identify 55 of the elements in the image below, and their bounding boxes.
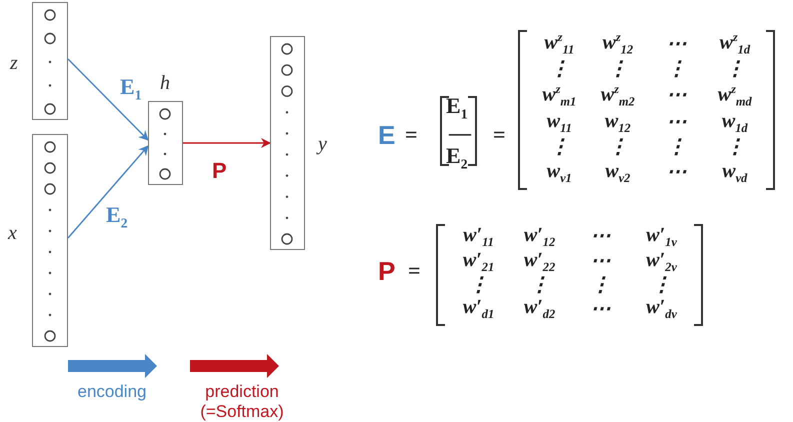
matrix-entry: ⋮ — [608, 59, 628, 80]
matrix-entry: w′$_{1v}$ — [646, 224, 677, 249]
matrix-entry: ⋯ — [666, 112, 686, 134]
matrix-entry: ⋯ — [666, 34, 686, 55]
matrix-entry: w$_{v2}$ — [605, 160, 630, 185]
matrix-entry: w′$_{12}$ — [524, 224, 556, 249]
math-symbol: E$_{2}$ — [446, 145, 468, 172]
math-symbol: P — [378, 258, 396, 284]
arrow — [67, 145, 149, 238]
matrix-entry: ⋮ — [549, 59, 570, 80]
matrix-entry: w′$_{d1}$ — [462, 297, 494, 322]
vector-label: h — [160, 72, 170, 95]
matrix-entry: ⋮ — [530, 275, 550, 296]
matrix-entry: ⋯ — [666, 162, 686, 184]
matrix-entry: w$_{12}$ — [604, 110, 631, 135]
matrix-entry: w$_{vd}$ — [722, 160, 748, 185]
vector-box — [148, 101, 183, 185]
matrix-entry: ⋮ — [468, 275, 488, 296]
matrix-entry: ⋯ — [666, 85, 686, 106]
matrix-entry: w′$_{11}$ — [463, 224, 494, 249]
vector-box — [270, 36, 305, 250]
matrix-entry: w′$_{d2}$ — [524, 297, 556, 322]
matrix-entry: w′$_{2v}$ — [646, 250, 677, 274]
matrix-entry: ⋮ — [666, 137, 686, 158]
legend-label: encoding — [76, 382, 148, 402]
matrix-entry: w$_{1d}$ — [722, 110, 748, 135]
vector-label: y — [318, 133, 327, 156]
math-symbol: E — [378, 122, 396, 148]
matrix-entry: ⋮ — [666, 59, 686, 80]
vector-label: x — [8, 222, 17, 245]
math-symbol: = — [408, 260, 421, 282]
vector-label: z — [10, 52, 18, 75]
matrix-entry: ⋮ — [724, 137, 745, 158]
math-symbol: — — [449, 122, 471, 144]
matrix-entry: ⋮ — [549, 137, 570, 158]
matrix-entry: w$_{11}$ — [546, 110, 572, 135]
matrix-entry: ⋯ — [590, 298, 610, 320]
matrix-entry: ⋮ — [724, 59, 745, 80]
legend-label: prediction (=Softmax) — [199, 382, 285, 422]
math-symbol: = — [405, 124, 418, 146]
arrow — [68, 58, 149, 141]
vector-box — [32, 134, 68, 347]
matrix-entry: w′$_{22}$ — [524, 250, 556, 274]
vector-box — [32, 2, 68, 120]
matrix-entry: ⋯ — [590, 251, 610, 272]
matrix-entry: ⋮ — [652, 275, 672, 296]
matrix-entry: w′$_{21}$ — [462, 250, 494, 274]
arrow — [183, 138, 271, 148]
matrix-entry: w$_{v1}$ — [546, 160, 572, 185]
matrix-entry: ⋮ — [608, 137, 628, 158]
matrix-entry: w′$_{dv}$ — [646, 297, 677, 322]
matrix-entry: ⋯ — [590, 226, 610, 248]
matrix-entry: ⋮ — [590, 275, 610, 296]
math-symbol: = — [493, 124, 506, 146]
math-symbol: E$_{1}$ — [446, 95, 468, 122]
